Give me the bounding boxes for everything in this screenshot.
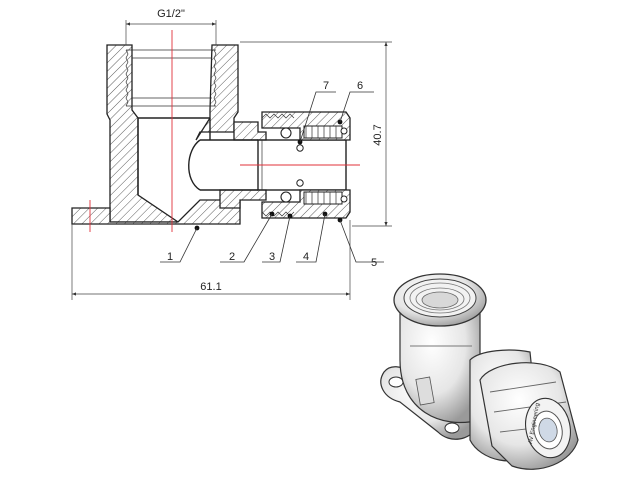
mount-hole-left (388, 376, 404, 388)
callout-7: 7 (297, 80, 336, 145)
thread-size-label: G1/2" (157, 8, 185, 20)
callout-6: 6 (337, 80, 374, 125)
callout-6-label: 6 (357, 80, 363, 92)
outlet-upper-wall (233, 121, 267, 141)
callout-1: 1 (160, 225, 200, 263)
callout-3-label: 3 (269, 251, 275, 263)
o-ring-bottom-2 (296, 179, 304, 187)
outlet-lower-wall (219, 189, 267, 209)
o-ring-bottom-1 (280, 191, 292, 203)
dimension-length: 61.1 (71, 220, 351, 300)
dimension-height: 40.7 (240, 41, 392, 227)
callout-7-label: 7 (323, 80, 329, 92)
cross-section (71, 30, 360, 232)
split-ring-top (303, 125, 343, 139)
split-ring-bottom (303, 191, 343, 205)
callout-5: 5 (337, 217, 384, 269)
mount-hole-right (444, 422, 460, 434)
body-right-wall (195, 44, 239, 141)
callout-2-label: 2 (229, 251, 235, 263)
o-ring-top-1 (280, 127, 292, 139)
callout-3: 3 (262, 213, 293, 263)
callout-2: 2 (220, 211, 275, 263)
callout-4: 4 (296, 211, 328, 263)
o-ring-top-2 (296, 144, 304, 152)
length-label: 61.1 (200, 281, 221, 293)
fitting-render: AV Engineering (380, 273, 579, 470)
callout-5-label: 5 (371, 257, 377, 269)
internal-thread (125, 49, 217, 107)
height-label: 40.7 (372, 124, 384, 145)
dimension-thread: G1/2" (125, 8, 217, 45)
callouts: 1 2 3 4 5 6 (160, 80, 384, 269)
mounting-plate (71, 199, 241, 225)
callout-4-label: 4 (303, 251, 309, 263)
callout-1-label: 1 (167, 251, 173, 263)
body-left-wall (106, 44, 181, 223)
